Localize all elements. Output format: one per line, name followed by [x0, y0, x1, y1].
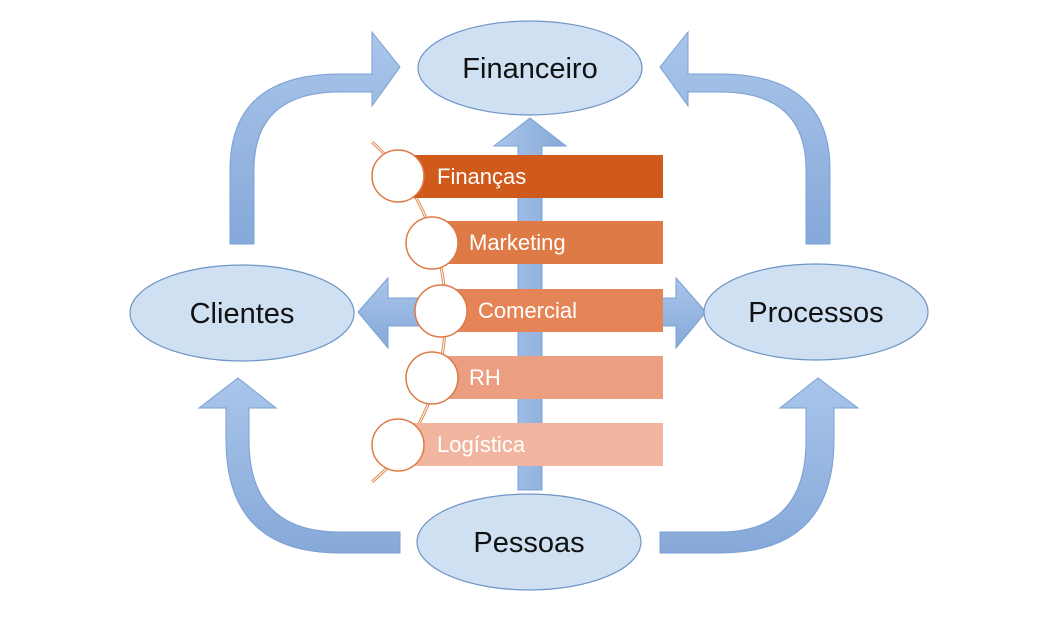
node-processos: Processos	[703, 263, 929, 361]
svg-text:RH: RH	[469, 365, 501, 390]
list-bullet	[371, 418, 425, 472]
list-bullet	[405, 216, 459, 270]
list-bullet	[405, 351, 459, 405]
node-pessoas: Pessoas	[416, 493, 642, 591]
node-processos-label: Processos	[748, 297, 883, 329]
curved-arrow-clientes-to-financeiro	[229, 30, 401, 245]
list-bar	[440, 289, 663, 332]
list-bar	[398, 423, 663, 466]
curved-arrow-pessoas-to-processos	[659, 377, 860, 554]
node-financeiro: Financeiro	[417, 20, 643, 116]
curved-arrow-pessoas-to-clientes	[197, 377, 401, 554]
list-item-rh: RH	[405, 351, 663, 405]
node-clientes-label: Clientes	[190, 298, 295, 330]
svg-text:Finanças: Finanças	[437, 164, 526, 189]
list-item-comercial: Comercial	[414, 284, 663, 338]
node-financeiro-label: Financeiro	[462, 53, 597, 85]
list-bar	[432, 356, 663, 399]
svg-text:Comercial: Comercial	[478, 298, 577, 323]
svg-text:Marketing: Marketing	[469, 230, 566, 255]
list-bullet	[414, 284, 468, 338]
svg-text:Logística: Logística	[437, 432, 526, 457]
node-pessoas-label: Pessoas	[473, 527, 584, 559]
list-item-financas: Finanças	[371, 149, 663, 203]
list-bar	[432, 221, 663, 264]
list-bullet	[371, 149, 425, 203]
list-item-logistica: Logística	[371, 418, 663, 472]
node-clientes: Clientes	[129, 264, 355, 362]
curved-arrow-processos-to-financeiro	[659, 30, 831, 245]
list-bar	[398, 155, 663, 198]
list-item-marketing: Marketing	[405, 216, 663, 270]
